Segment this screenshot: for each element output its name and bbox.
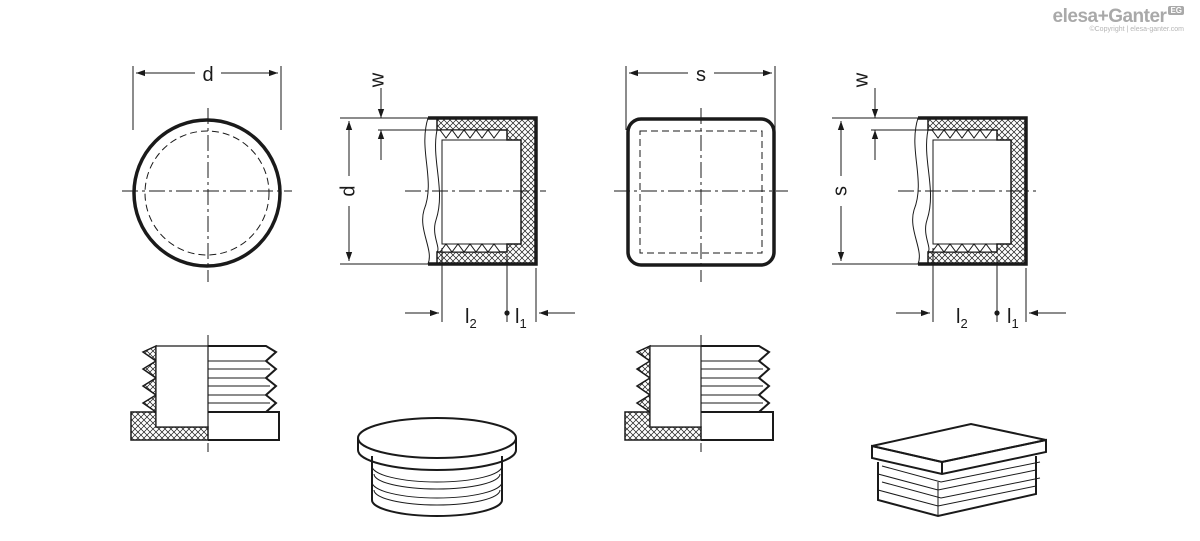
brand-badge: EG <box>1168 6 1184 15</box>
dim-l2-label-square: l2 <box>956 306 968 331</box>
round-cap-3d-view <box>357 417 517 517</box>
dim-l1-label-square: l1 <box>1007 306 1019 331</box>
square-cap-front-view: s <box>614 64 788 282</box>
brand-name: elesa+Ganter <box>1052 6 1167 27</box>
dim-w-label-square: w <box>850 72 872 88</box>
square-cap-section-view: w s l2 l1 <box>829 72 1066 331</box>
round-cap-side-view <box>130 335 280 452</box>
dim-l2-label-round: l2 <box>465 306 477 331</box>
dim-s-label-front: s <box>696 64 706 86</box>
round-cap-section-view: w d l2 l1 <box>337 72 575 331</box>
dim-w-label-round: w <box>366 72 388 88</box>
square-cap-side-view <box>624 335 774 452</box>
dim-l1-label-round: l1 <box>515 306 527 331</box>
dim-d-label-front: d <box>202 64 213 86</box>
dim-s-label-section: s <box>829 186 851 196</box>
round-cap-front-view: d <box>122 64 292 282</box>
square-cap-3d-view <box>871 422 1047 518</box>
dim-d-label-section: d <box>337 185 359 196</box>
brand-copyright: ©Copyright | elesa-ganter.com <box>1089 26 1184 33</box>
